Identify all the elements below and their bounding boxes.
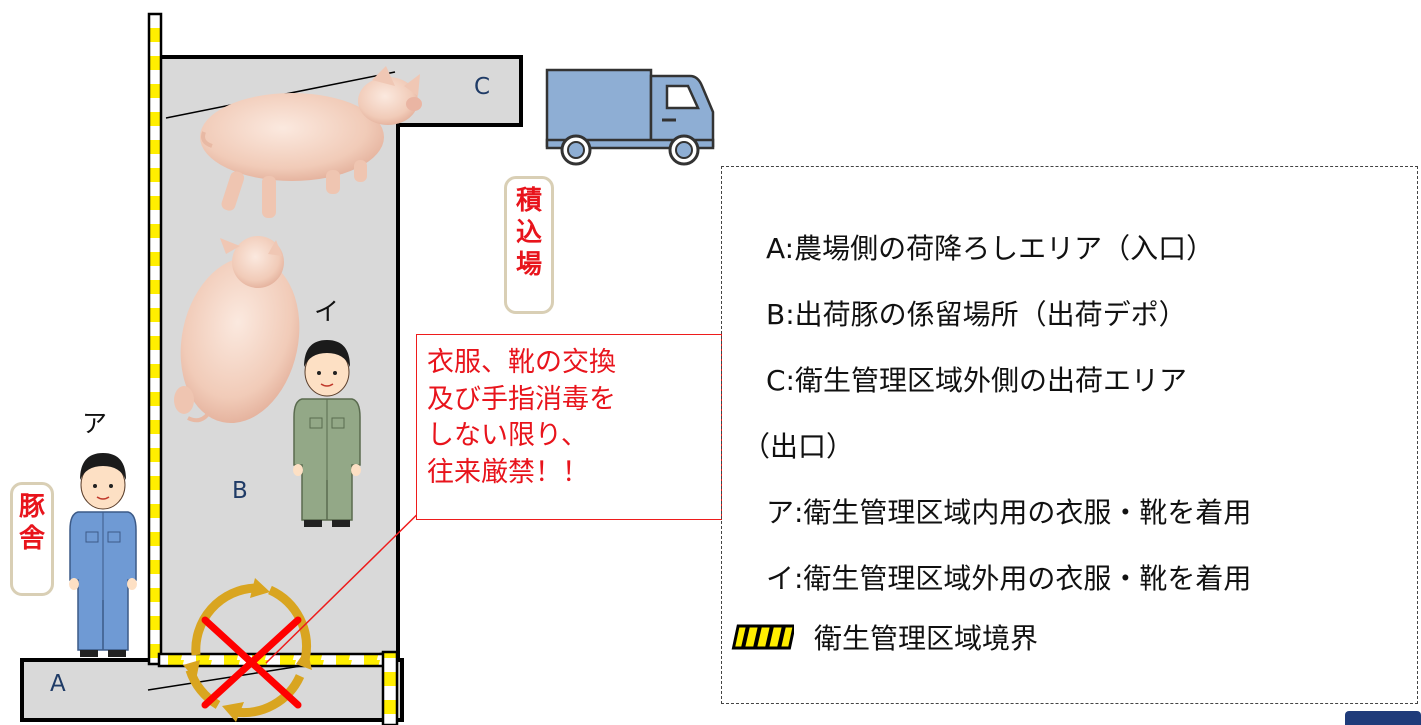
zone-a-letter: A [50,671,66,697]
cross-mark-icon [201,616,302,709]
legend-item-a: A:農場側の荷降ろしエリア（入口） [766,232,1215,265]
arrow-heads [183,578,312,722]
warning-connector [265,493,439,664]
legend-item-person-i: イ:衛生管理区域外用の衣服・靴を着用 [766,562,1252,595]
zone-a-area [20,658,404,722]
boundary-wall-left [147,12,163,666]
loading-area-text: 積込場 [515,186,542,280]
boundary-key-icon [731,624,794,650]
legend-item-person-a: ア:衛生管理区域内用の衣服・靴を着用 [766,496,1252,529]
person-a-letter: ア [82,409,108,438]
warning-line-4: 往来厳禁！！ [427,456,589,488]
legend-item-c-exit: （出口） [742,430,855,463]
loading-area-label: 積込場 [504,176,554,314]
warning-box: 衣服、靴の交換 及び手指消毒を しない限り、 往来厳禁！！ [416,334,722,520]
pig-house-text: 豚舎 [18,492,45,554]
legend-item-c: C:衛生管理区域外側の出荷エリア [766,364,1187,397]
legend-box: A:農場側の荷降ろしエリア（入口） B:出荷豚の係留場所（出荷デポ） C:衛生管… [721,166,1418,704]
truck-icon [545,68,715,166]
pig-icon [200,66,422,218]
boundary-wall-right [381,650,399,725]
worker-icon [293,340,361,527]
zone-c-letter: C [474,74,491,100]
pig-house-label: 豚舎 [10,482,54,596]
zone-b-letter: B [232,478,248,504]
warning-line-1: 衣服、靴の交換 [427,347,616,378]
worker-icon [69,453,137,657]
legend-item-b: B:出荷豚の係留場所（出荷デポ） [766,298,1187,331]
warning-line-3: しない限り、 [427,420,588,451]
boundary-label: 衛生管理区域境界 [814,622,1039,655]
person-i-letter: イ [314,297,340,326]
corner-tab [1345,711,1421,725]
pig-icon [174,236,300,424]
warning-line-2: 及び手指消毒を [427,383,616,415]
